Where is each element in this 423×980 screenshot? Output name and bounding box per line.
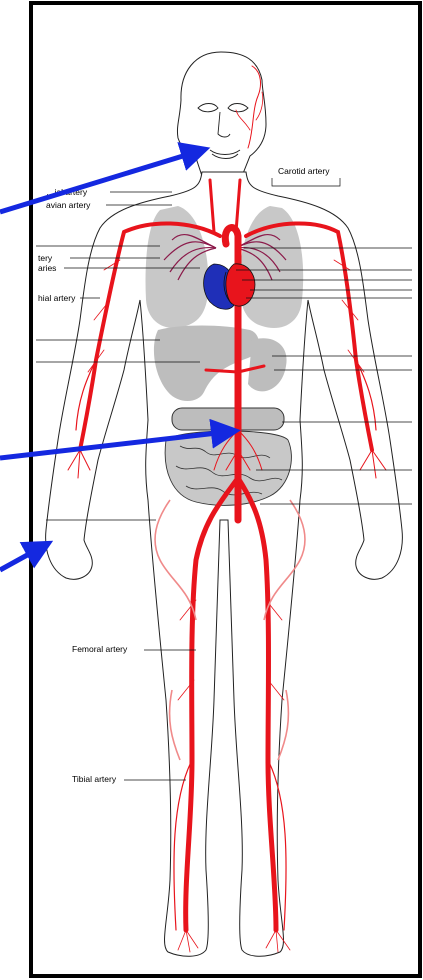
label-femoral-artery: Femoral artery [72, 644, 128, 654]
label-brachial-artery: hial artery [38, 293, 76, 303]
label-artery-partial: tery [38, 253, 53, 263]
hand-arrow [0, 548, 40, 570]
label-capillaries-partial: aries [38, 263, 56, 273]
heart [204, 264, 255, 309]
label-subclavian-artery: avian artery [46, 200, 91, 210]
leader-carotid [272, 178, 340, 186]
label-tibial-artery: Tibial artery [72, 774, 117, 784]
label-carotid-artery: Carotid artery [278, 166, 330, 176]
transverse-colon [172, 408, 284, 430]
